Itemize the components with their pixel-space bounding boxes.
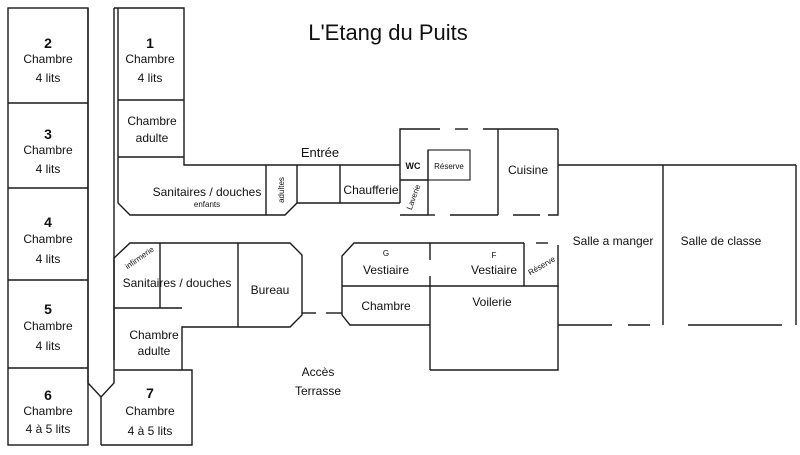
room5-name: Chambre xyxy=(23,319,73,333)
lower-wing xyxy=(113,242,342,370)
laverie-label: Laverie xyxy=(405,183,423,211)
room6-number: 6 xyxy=(44,387,52,403)
reserve-right-label: Réserve xyxy=(527,254,558,277)
room1-number: 1 xyxy=(146,35,154,51)
vestiaire-g-letter: G xyxy=(383,249,389,258)
room5-number: 5 xyxy=(44,301,52,317)
room6-beds: 4 à 5 lits xyxy=(26,422,71,436)
room3-name: Chambre xyxy=(23,143,73,157)
room2-name: Chambre xyxy=(23,52,73,66)
room4-beds: 4 lits xyxy=(36,252,61,266)
chambre-adulte-top-line1: Chambre xyxy=(127,114,177,128)
vestiaire-block xyxy=(341,242,559,371)
central-corridor xyxy=(87,8,115,445)
room4-number: 4 xyxy=(44,214,52,230)
room2-number: 2 xyxy=(44,35,52,51)
sanitaires-douches-label: Sanitaires / douches xyxy=(123,276,232,290)
entree-label: Entrée xyxy=(301,145,339,160)
room6-name: Chambre xyxy=(23,404,73,418)
reserve-top-label: Réserve xyxy=(434,162,464,171)
sanitaires-enfants-sub: enfants xyxy=(194,200,220,209)
wc-label: WC xyxy=(406,161,421,171)
room7-beds: 4 à 5 lits xyxy=(128,424,173,438)
chambre-center-label: Chambre xyxy=(361,299,411,313)
room7-walls xyxy=(101,369,193,446)
upper-wing xyxy=(114,7,400,216)
salle-a-manger-label: Salle a manger xyxy=(573,234,654,248)
room7-name: Chambre xyxy=(125,404,175,418)
dining-classroom xyxy=(558,165,797,326)
room3-number: 3 xyxy=(44,126,52,142)
terrasse-label: Terrasse xyxy=(295,384,341,398)
acces-label: Accès xyxy=(302,365,335,379)
bureau-label: Bureau xyxy=(251,283,290,297)
adultes-label: adultes xyxy=(277,177,286,203)
salle-de-classe-label: Salle de classe xyxy=(681,234,762,248)
room4-name: Chambre xyxy=(23,232,73,246)
vestiaire-g-label: Vestiaire xyxy=(363,263,409,277)
room5-beds: 4 lits xyxy=(36,339,61,353)
chambre-adulte-top-line2: adulte xyxy=(136,131,169,145)
sanitaires-enfants-label: Sanitaires / douches xyxy=(153,185,262,199)
plan-title: L'Etang du Puits xyxy=(308,20,468,45)
room3-beds: 4 lits xyxy=(36,162,61,176)
cuisine-label: Cuisine xyxy=(508,163,548,177)
room7-number: 7 xyxy=(146,385,154,401)
room2-beds: 4 lits xyxy=(36,71,61,85)
kitchen-block xyxy=(399,128,796,216)
vestiaire-f-letter: F xyxy=(492,251,497,260)
room1-name: Chambre xyxy=(125,52,175,66)
chambre-adulte-bottom-line2: adulte xyxy=(138,344,171,358)
infirmerie-label: infirmerie xyxy=(124,245,157,272)
vestiaire-f-label: Vestiaire xyxy=(471,263,517,277)
chaufferie-label: Chaufferie xyxy=(343,183,398,197)
room1-beds: 4 lits xyxy=(138,71,163,85)
voilerie-label: Voilerie xyxy=(472,295,512,309)
chambre-adulte-bottom-line1: Chambre xyxy=(129,328,179,342)
